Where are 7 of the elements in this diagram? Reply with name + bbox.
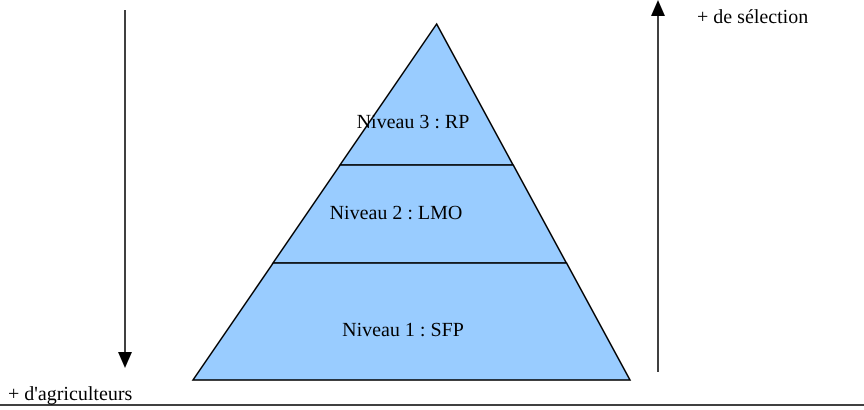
tier-label: Niveau 2 : LMO <box>330 202 462 224</box>
tier-label: Niveau 1 : SFP <box>342 319 464 341</box>
axis-caption: + de sélection <box>697 6 808 28</box>
pyramid-tier <box>193 263 630 380</box>
pyramid-tier <box>340 24 514 165</box>
pyramid-tier <box>273 165 567 263</box>
axis-caption: + d'agriculteurs <box>8 383 132 405</box>
